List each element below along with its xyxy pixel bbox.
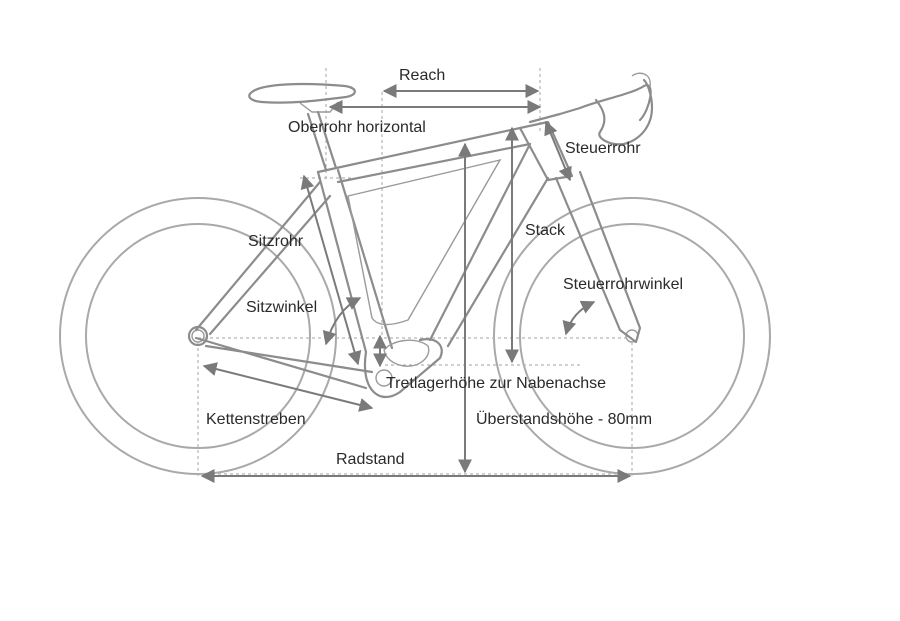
bike-frame [187, 72, 654, 398]
label-chainstays: Kettenstreben [206, 411, 306, 428]
chainstay-arrow [202, 362, 374, 412]
dimension-lines [200, 84, 632, 483]
label-wheelbase: Radstand [336, 451, 405, 468]
dimension-labels: Reach Oberrohr horizontal Steuerrohr Sta… [206, 67, 683, 468]
label-head-tube: Steuerrohr [565, 140, 641, 157]
label-stack: Stack [525, 222, 566, 239]
label-bb-height: Tretlagerhöhe zur Nabenachse [386, 375, 606, 392]
label-seat-tube: Sitzrohr [248, 233, 304, 250]
label-standover: Überstandshöhe - 80mm [476, 410, 652, 428]
head-tube-arrow [544, 120, 572, 182]
head-angle-arc [562, 300, 596, 336]
label-top-tube-horizontal: Oberrohr horizontal [288, 119, 426, 136]
label-reach: Reach [399, 67, 445, 84]
label-seat-angle: Sitzwinkel [246, 299, 317, 316]
seat-angle-arc [322, 297, 362, 346]
label-head-tube-angle: Steuerrohrwinkel [563, 276, 683, 293]
